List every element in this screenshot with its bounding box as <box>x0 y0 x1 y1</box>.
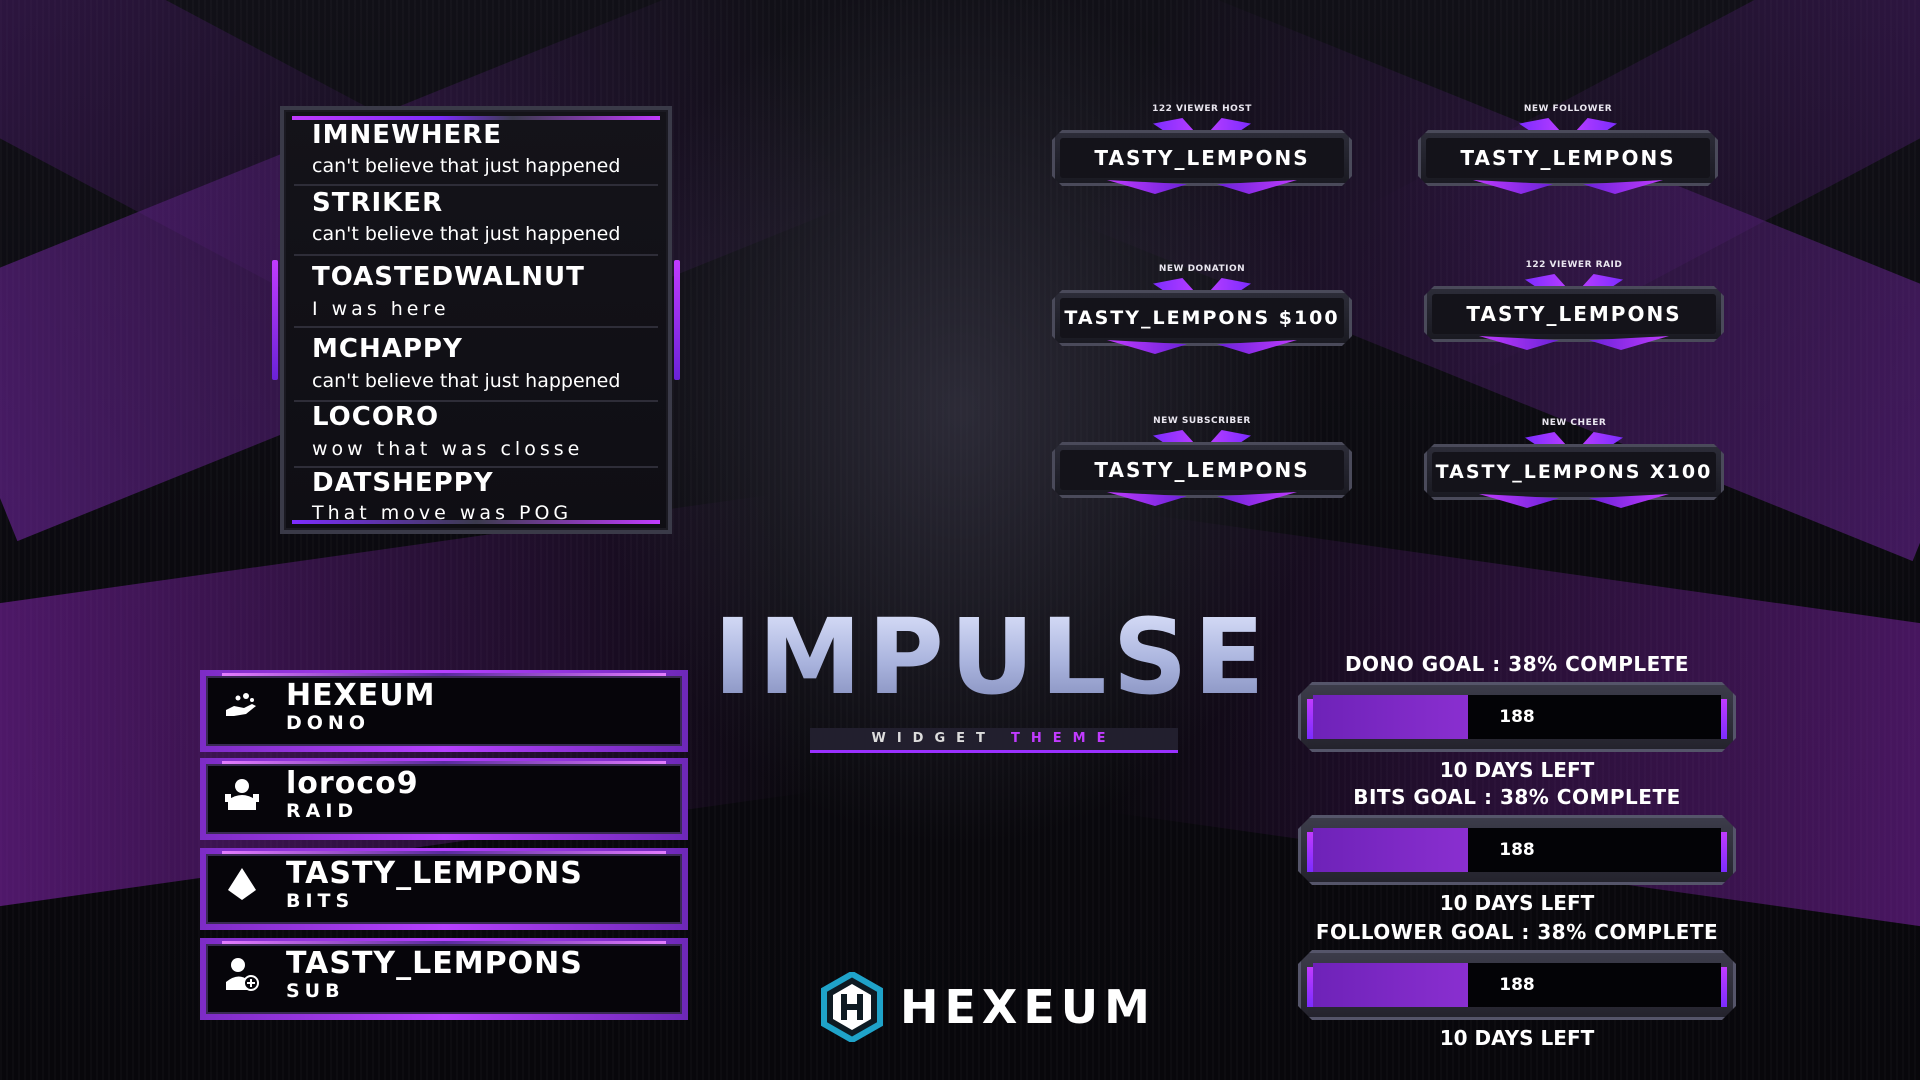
alert-plate: TASTY_LEMPONS $100 <box>1052 290 1352 346</box>
goal-footer: 10 DAYS LEFT <box>1439 891 1595 915</box>
goal-label: DONO GOAL : 38% COMPLETE <box>1344 652 1690 676</box>
chat-text: I was here <box>312 298 450 320</box>
event-type: DONO <box>286 712 370 734</box>
chat-username: MCHAPPY <box>312 334 463 364</box>
chat-side-accent <box>272 260 278 380</box>
alert-follower: NEW FOLLOWER TASTY_LEMPONS <box>1418 104 1718 194</box>
goal-label: BITS GOAL : 38% COMPLETE <box>1353 785 1681 809</box>
alert-name: TASTY_LEMPONS <box>1094 146 1310 170</box>
chat-text: can't believe that just happened <box>312 223 621 245</box>
alert-caption: 122 VIEWER HOST <box>1152 104 1252 114</box>
alert-wings <box>1147 430 1257 448</box>
chat-accent-bottom <box>292 520 660 524</box>
chat-text: can't believe that just happened <box>312 370 621 392</box>
alert-raid: 122 VIEWER RAID TASTY_LEMPONS <box>1424 260 1724 350</box>
event-row-dono: HEXEUM DONO <box>200 670 688 752</box>
event-row-bits: TASTY_LEMPONS BITS <box>200 848 688 930</box>
chat-box: IMNEWHERE can't believe that just happen… <box>272 106 680 534</box>
raid-user-icon <box>224 776 260 812</box>
event-name: TASTY_LEMPONS <box>286 946 583 981</box>
alert-name: TASTY_LEMPONS $100 <box>1064 307 1340 329</box>
event-row-sub: TASTY_LEMPONS SUB <box>200 938 688 1020</box>
event-name: HEXEUM <box>286 678 436 713</box>
event-type: BITS <box>286 890 355 912</box>
chat-text: That move was POG <box>312 502 573 524</box>
event-name: loroco9 <box>286 766 419 801</box>
theme-subtitle: WIDGET THEME <box>810 728 1178 753</box>
alert-plate: TASTY_LEMPONS X100 <box>1424 444 1724 500</box>
subtitle-word-theme: THEME <box>1011 731 1117 746</box>
alert-plate: TASTY_LEMPONS <box>1052 130 1352 186</box>
alert-cheer: NEW CHEER TASTY_LEMPONS X100 <box>1424 418 1724 508</box>
chat-text: wow that was closse <box>312 438 584 460</box>
chat-side-accent <box>674 260 680 380</box>
alert-name: TASTY_LEMPONS X100 <box>1435 461 1713 483</box>
alert-plate: TASTY_LEMPONS <box>1418 130 1718 186</box>
subscriber-add-icon <box>224 956 260 992</box>
hexeum-logo-icon <box>820 970 884 1044</box>
chat-message: STRIKER can't believe that just happened <box>294 186 658 256</box>
alert-subscriber: NEW SUBSCRIBER TASTY_LEMPONS <box>1052 416 1352 506</box>
alert-caption: NEW CHEER <box>1541 418 1607 428</box>
alert-wings <box>1513 118 1623 136</box>
goal-value: 188 <box>1499 840 1535 860</box>
goal-fill <box>1313 828 1468 872</box>
chat-message: DATSHEPPY That move was POG <box>294 468 658 526</box>
goal-bits: BITS GOAL : 38% COMPLETE 188 10 DAYS LEF… <box>1298 785 1736 915</box>
alert-wings <box>1519 432 1629 450</box>
event-name: TASTY_LEMPONS <box>286 856 583 891</box>
event-row-raid: loroco9 RAID <box>200 758 688 840</box>
event-type: SUB <box>286 980 345 1002</box>
chat-text: can't believe that just happened <box>312 155 621 177</box>
chat-username: LOCORO <box>312 402 440 432</box>
chat-message: IMNEWHERE can't believe that just happen… <box>294 118 658 186</box>
goal-bar: 188 <box>1298 950 1736 1020</box>
chat-username: STRIKER <box>312 188 444 218</box>
goal-dono: DONO GOAL : 38% COMPLETE 188 10 DAYS LEF… <box>1298 652 1736 782</box>
alert-caption: NEW DONATION <box>1158 264 1246 274</box>
chat-username: IMNEWHERE <box>312 120 503 150</box>
goal-value: 188 <box>1499 707 1535 727</box>
goal-footer: 10 DAYS LEFT <box>1439 1026 1595 1050</box>
event-type: RAID <box>286 800 359 822</box>
chat-message: TOASTEDWALNUT I was here <box>294 256 658 328</box>
alert-plate: TASTY_LEMPONS <box>1052 442 1352 498</box>
alert-name: TASTY_LEMPONS <box>1460 146 1676 170</box>
alert-name: TASTY_LEMPONS <box>1094 458 1310 482</box>
goal-fill <box>1313 695 1468 739</box>
chat-message: LOCORO wow that was closse <box>294 402 658 468</box>
chat-message: MCHAPPY can't believe that just happened <box>294 328 658 402</box>
alert-wings <box>1147 118 1257 136</box>
alert-caption: 122 VIEWER RAID <box>1525 260 1623 270</box>
goal-follower: FOLLOWER GOAL : 38% COMPLETE 188 10 DAYS… <box>1298 920 1736 1050</box>
goal-label: FOLLOWER GOAL : 38% COMPLETE <box>1315 920 1719 944</box>
brand-name: HEXEUM <box>900 980 1156 1034</box>
theme-title: IMPULSE <box>713 596 1271 718</box>
alert-host: 122 VIEWER HOST TASTY_LEMPONS <box>1052 104 1352 194</box>
alert-caption: NEW SUBSCRIBER <box>1153 416 1251 426</box>
bits-gem-icon <box>224 866 260 902</box>
goal-bar: 188 <box>1298 682 1736 752</box>
chat-username: DATSHEPPY <box>312 468 494 498</box>
donation-hand-icon <box>224 688 260 724</box>
alert-caption: NEW FOLLOWER <box>1523 104 1613 114</box>
goal-bar: 188 <box>1298 815 1736 885</box>
alert-donation: NEW DONATION TASTY_LEMPONS $100 <box>1052 264 1352 354</box>
chat-accent-top <box>292 116 660 120</box>
brand-logo: HEXEUM <box>820 970 1150 1044</box>
goal-fill <box>1313 963 1468 1007</box>
subtitle-word-widget: WIDGET <box>871 731 996 746</box>
goal-value: 188 <box>1499 975 1535 995</box>
alert-name: TASTY_LEMPONS <box>1466 302 1682 326</box>
chat-username: TOASTEDWALNUT <box>312 262 585 292</box>
alert-wings <box>1147 278 1257 296</box>
alert-plate: TASTY_LEMPONS <box>1424 286 1724 342</box>
alert-wings <box>1519 274 1629 292</box>
goal-footer: 10 DAYS LEFT <box>1439 758 1595 782</box>
